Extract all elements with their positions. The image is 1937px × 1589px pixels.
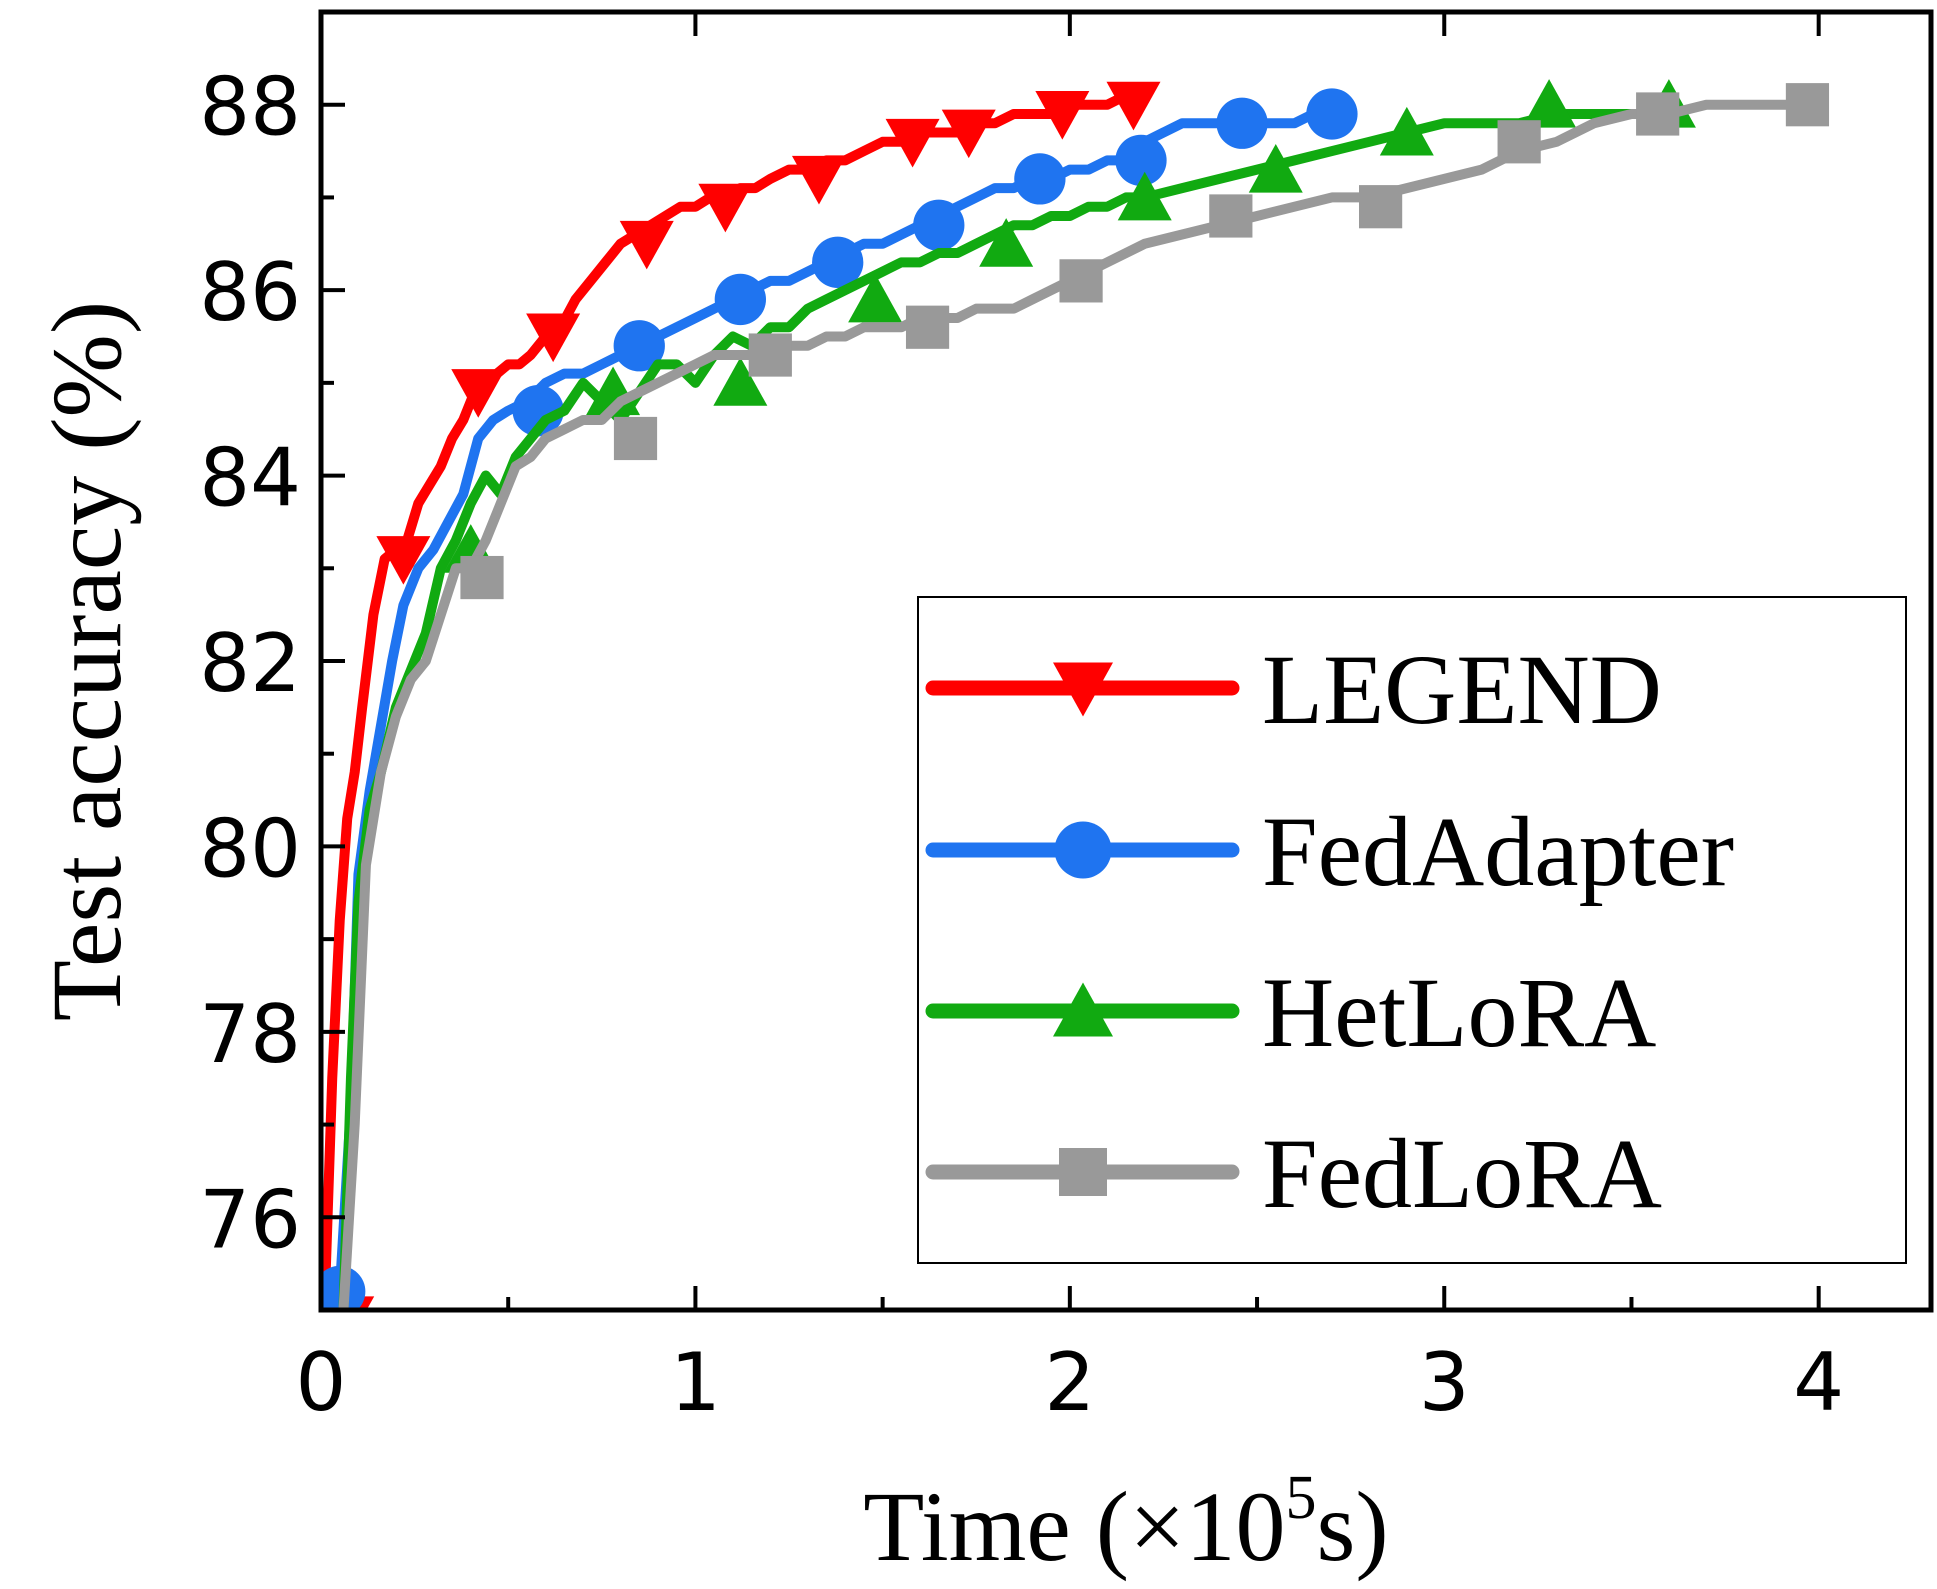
y-axis: 76 78 80 82 84 86 88 [199, 61, 345, 1266]
data-point-fedlora [748, 333, 792, 377]
data-point-fedlora [1636, 92, 1680, 136]
data-point-hetlora [1522, 79, 1577, 128]
y-tick-label: 88 [199, 61, 301, 154]
x-tick-label: 2 [1044, 1336, 1095, 1429]
legend-label: LEGEND [1262, 634, 1662, 745]
data-point-fedadapter [613, 320, 665, 372]
legend-marker-legend [1053, 662, 1113, 717]
x-tick-label: 3 [1419, 1336, 1470, 1429]
data-point-fedadapter [1216, 97, 1268, 149]
data-point-fedlora [1785, 83, 1830, 127]
data-point-fedadapter [512, 385, 564, 437]
y-tick-label: 82 [199, 617, 301, 710]
legend-item-hetlora: HetLoRA [925, 957, 1656, 1068]
data-point-hetlora [1379, 106, 1434, 156]
legend-item-fedadapter: FedAdapter [925, 796, 1734, 907]
x-tick-label: 1 [670, 1336, 721, 1429]
data-point-fedadapter [913, 199, 965, 251]
data-point-legend [698, 183, 753, 233]
data-point-fedlora [460, 555, 504, 600]
x-axis-title-suffix: s) [1317, 1471, 1389, 1582]
legend-marker-hetlora [1053, 982, 1113, 1037]
x-axis-title: Time (×105s) [863, 1464, 1388, 1582]
data-point-legend [1035, 91, 1090, 140]
data-point-fedlora [1209, 194, 1253, 238]
data-point-fedadapter [1014, 153, 1066, 205]
legend-item-fedlora: FedLoRA [925, 1118, 1662, 1229]
data-point-fedlora [1359, 185, 1403, 229]
data-point-legend [885, 118, 940, 168]
data-point-fedadapter [1306, 88, 1358, 140]
data-point-legend [619, 220, 674, 270]
data-point-legend [941, 109, 996, 159]
y-tick-label: 80 [199, 802, 301, 895]
y-tick-label: 86 [199, 246, 301, 339]
data-point-legend [791, 155, 846, 205]
data-point-fedlora [1059, 259, 1103, 303]
data-point-legend [526, 313, 581, 363]
series-line-hetlora [338, 108, 1674, 1310]
series-legend [321, 81, 1161, 1310]
data-point-fedadapter [812, 236, 864, 288]
data-point-hetlora [713, 357, 768, 406]
series-fedlora [338, 83, 1830, 1310]
data-point-hetlora [1248, 143, 1303, 193]
legend-item-legend: LEGEND [925, 634, 1662, 745]
y-tick-label: 84 [199, 432, 301, 525]
y-axis-title: Test accuracy (%) [31, 301, 142, 1021]
legend-label: FedLoRA [1262, 1118, 1662, 1229]
x-axis-title-prefix: Time (×10 [863, 1471, 1285, 1582]
data-point-legend [451, 369, 506, 418]
y-tick-label: 78 [199, 988, 301, 1081]
series-layer [321, 79, 1830, 1310]
series-line-fedlora [338, 99, 1813, 1310]
data-point-fedlora [613, 416, 658, 461]
data-point-hetlora [848, 273, 903, 323]
data-point-legend [1106, 81, 1161, 131]
legend-label: FedAdapter [1262, 796, 1734, 907]
data-point-fedadapter [714, 273, 766, 326]
data-point-fedadapter [1115, 134, 1167, 186]
data-point-fedlora [1497, 120, 1541, 164]
x-tick-label: 4 [1793, 1336, 1844, 1429]
x-axis-title-exponent: 5 [1286, 1464, 1317, 1532]
data-point-hetlora [1117, 171, 1172, 221]
y-tick-label: 76 [199, 1173, 301, 1266]
series-line-fedadapter [334, 108, 1337, 1297]
legend-label: HetLoRA [1262, 957, 1656, 1068]
data-point-legend [376, 536, 431, 585]
legend-marker-fedlora [1059, 1148, 1107, 1196]
data-point-fedlora [905, 305, 950, 349]
legend-marker-fedadapter [1054, 821, 1112, 879]
x-tick-label: 0 [296, 1336, 347, 1429]
data-point-hetlora [979, 218, 1034, 267]
x-axis: 0 1 2 3 4 [296, 12, 1844, 1429]
